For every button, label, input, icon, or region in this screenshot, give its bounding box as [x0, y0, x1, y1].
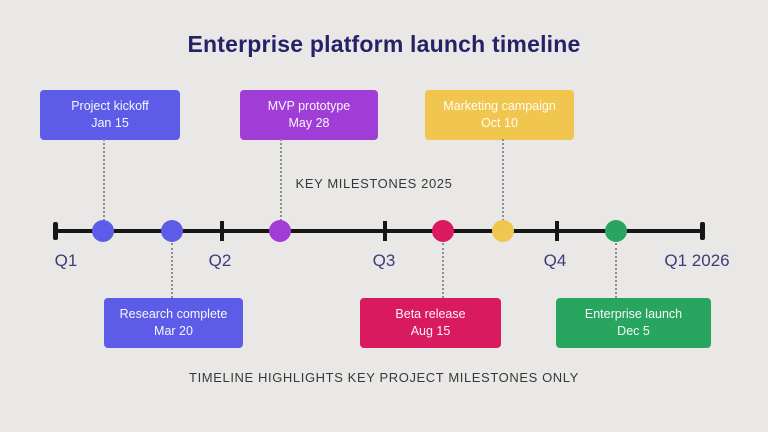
axis-tick-q4	[555, 221, 559, 241]
milestone-label: Project kickoff	[71, 99, 149, 113]
connector-line	[502, 139, 504, 221]
milestone-date: Mar 20	[154, 324, 193, 338]
milestone-date: Jan 15	[91, 116, 129, 130]
connector-line	[103, 139, 105, 221]
axis-endcap-left	[53, 222, 58, 240]
quarter-label-q4: Q4	[543, 251, 567, 270]
milestone-card-beta-release: Beta release Aug 15	[360, 298, 501, 348]
milestone-card-project-kickoff: Project kickoff Jan 15	[40, 90, 180, 140]
axis-endcap-right	[700, 222, 705, 240]
milestone-label: Marketing campaign	[443, 99, 556, 113]
milestone-date: Aug 15	[410, 324, 451, 338]
page-title: Enterprise platform launch timeline	[187, 31, 581, 57]
timeline-axis	[55, 229, 703, 233]
milestone-label: Beta release	[395, 307, 466, 321]
milestone-label: Research complete	[119, 307, 228, 321]
quarter-label-q3: Q3	[372, 251, 396, 270]
axis-tick-q2	[220, 221, 224, 241]
quarter-label-q1-2026: Q1 2026	[664, 251, 730, 270]
connector-line	[442, 243, 444, 298]
connector-line	[171, 243, 173, 298]
milestone-card-research-complete: Research complete Mar 20	[104, 298, 243, 348]
milestone-date: May 28	[288, 116, 330, 130]
section-label: KEY MILESTONES 2025	[295, 176, 453, 191]
milestone-label: Enterprise launch	[584, 307, 683, 321]
quarter-label-q1: Q1	[54, 251, 78, 270]
milestone-card-mvp-prototype: MVP prototype May 28	[240, 90, 378, 140]
milestone-card-enterprise-launch: Enterprise launch Dec 5	[556, 298, 711, 348]
milestone-date: Oct 10	[481, 116, 518, 130]
connector-line	[280, 139, 282, 221]
milestone-dot-mvp-prototype	[269, 220, 291, 242]
milestone-dot-beta-release	[432, 220, 454, 242]
connector-line	[615, 243, 617, 298]
milestone-dot-project-kickoff	[92, 220, 114, 242]
milestone-date: Dec 5	[617, 324, 650, 338]
milestone-dot-research-complete	[161, 220, 183, 242]
footnote: TIMELINE HIGHLIGHTS KEY PROJECT MILESTON…	[189, 370, 579, 385]
milestone-dot-marketing-campaign	[492, 220, 514, 242]
milestone-dot-enterprise-launch	[605, 220, 627, 242]
axis-tick-q3	[383, 221, 387, 241]
milestone-card-marketing-campaign: Marketing campaign Oct 10	[425, 90, 574, 140]
milestone-label: MVP prototype	[267, 99, 351, 113]
quarter-label-q2: Q2	[208, 251, 232, 270]
